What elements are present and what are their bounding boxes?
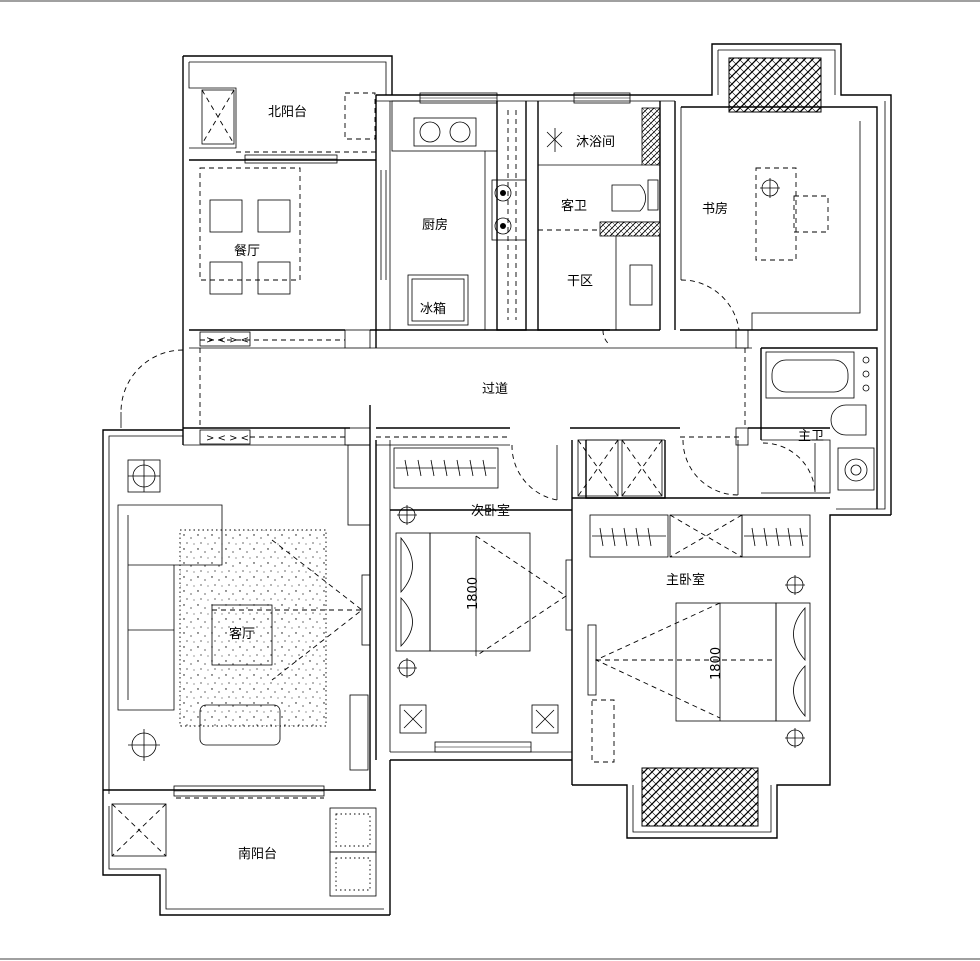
south-balcony bbox=[111, 803, 377, 897]
fridge bbox=[407, 274, 469, 326]
basin-guest bbox=[629, 264, 653, 306]
label-master-bath: 主卫 bbox=[798, 429, 824, 444]
second-bedroom-furniture bbox=[393, 447, 573, 734]
master-bedroom-furniture bbox=[587, 514, 811, 763]
bed-headboard-master bbox=[775, 602, 811, 722]
dining-table bbox=[199, 167, 301, 295]
kitchen-fixtures bbox=[391, 100, 527, 330]
svg-text:> < > <: > < > < bbox=[206, 335, 249, 346]
dimension-second-bed: 1800 bbox=[466, 577, 481, 610]
wardrobe-second bbox=[393, 447, 499, 489]
room-labels: 北阳台 餐厅 厨房 冰箱 沐浴间 客卫 干区 书房 过道 主卫 次卧室 主卧室 … bbox=[229, 105, 824, 862]
label-corridor: 过道 bbox=[482, 382, 508, 397]
side-table bbox=[199, 704, 281, 746]
nightstand-left bbox=[399, 704, 427, 734]
label-dry-area: 干区 bbox=[567, 274, 593, 289]
shower-wall-tiles bbox=[641, 107, 661, 166]
study-desk bbox=[755, 167, 829, 261]
desk bbox=[755, 167, 797, 261]
bay-window-hatch-south bbox=[641, 767, 759, 827]
guest-bath-fixtures bbox=[546, 128, 659, 330]
wardrobe-master-left bbox=[589, 514, 669, 558]
cabinet-north bbox=[344, 92, 376, 140]
label-kitchen: 厨房 bbox=[422, 217, 448, 233]
label-fridge: 冰箱 bbox=[420, 301, 446, 317]
wardrobe-master-right bbox=[741, 514, 811, 558]
sink bbox=[413, 117, 477, 147]
label-guest-bath: 客卫 bbox=[561, 198, 587, 214]
master-bath-fixtures bbox=[765, 351, 875, 491]
stove bbox=[491, 179, 527, 241]
chair-study bbox=[793, 195, 829, 233]
coffee-table bbox=[211, 604, 273, 666]
rug bbox=[179, 529, 327, 727]
label-north-balcony: 北阳台 bbox=[268, 105, 307, 120]
basin-master bbox=[837, 447, 875, 491]
tv bbox=[361, 574, 371, 646]
bay-window-hatch-north bbox=[728, 57, 822, 113]
bathtub bbox=[765, 351, 855, 399]
toilet-guest bbox=[611, 184, 646, 212]
nightstand-right bbox=[531, 704, 559, 734]
label-living: 客厅 bbox=[229, 626, 255, 642]
dimension-master-bed: 1800 bbox=[709, 647, 724, 680]
label-shower: 沐浴间 bbox=[576, 135, 615, 150]
label-dining: 餐厅 bbox=[234, 243, 260, 259]
interior-walls bbox=[183, 95, 878, 790]
label-study: 书房 bbox=[702, 201, 728, 217]
doors: > < > < > < > < bbox=[120, 151, 816, 799]
outer-walls bbox=[102, 43, 892, 916]
label-south-balcony: 南阳台 bbox=[238, 846, 277, 862]
label-second-bedroom: 次卧室 bbox=[471, 503, 510, 519]
bed-master bbox=[675, 602, 777, 722]
living-room-furniture bbox=[117, 459, 371, 761]
washer-south-2 bbox=[329, 851, 377, 897]
washer-south-1 bbox=[329, 807, 377, 853]
bed-second bbox=[429, 532, 531, 652]
toilet-master bbox=[830, 404, 867, 436]
cabinet-master bbox=[591, 699, 615, 763]
north-balcony bbox=[201, 89, 376, 145]
closet bbox=[577, 439, 663, 497]
svg-text:> < > <: > < > < bbox=[206, 433, 249, 444]
washer-north bbox=[201, 89, 235, 145]
label-master-bedroom: 主卧室 bbox=[666, 572, 705, 588]
